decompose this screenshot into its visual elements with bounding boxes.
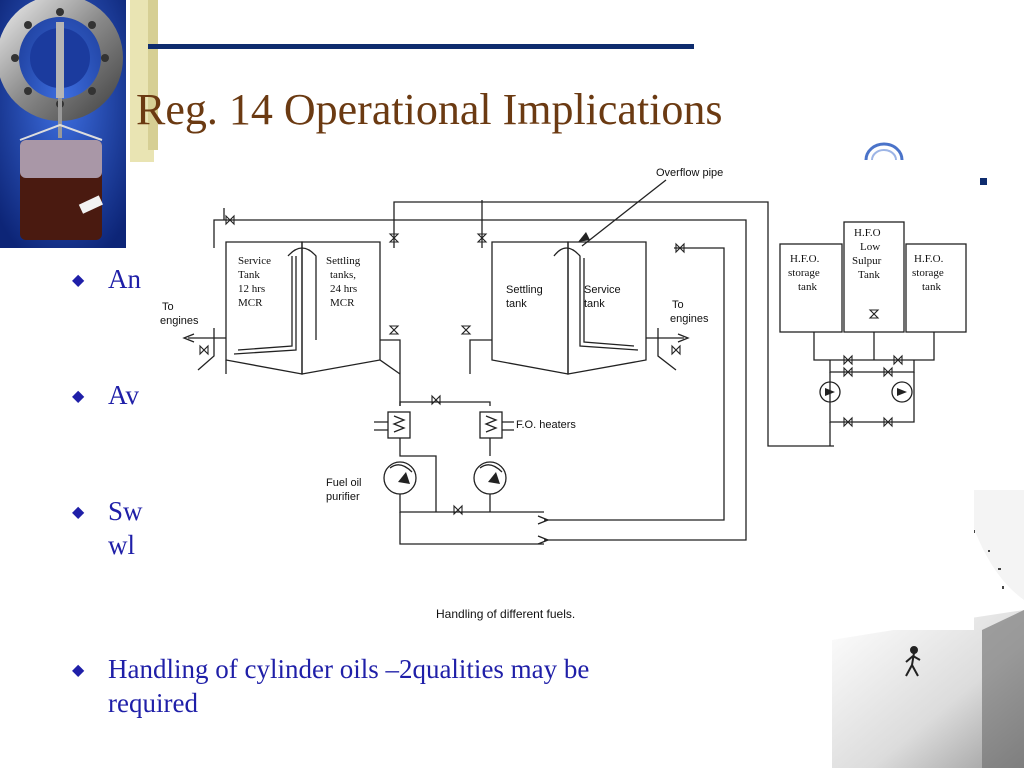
diamond-bullet-icon: ◆ [72,388,85,405]
flange-sample-photo [0,0,126,248]
bullet-text: An [108,264,141,294]
valve-icon [843,416,853,428]
svg-text:Tank: Tank [238,269,260,281]
valve-icon [460,325,472,335]
svg-text:tanks,: tanks, [330,269,356,281]
title-rule [148,44,694,49]
svg-text:12 hrs: 12 hrs [238,283,265,295]
valve-icon [675,242,685,254]
valve-icon [388,233,400,243]
diamond-bullet-icon: ◆ [72,272,85,289]
svg-text:Service: Service [238,255,271,267]
title-deco-shadow [148,0,158,150]
valve-icon [431,394,441,406]
svg-text:MCR: MCR [330,297,355,309]
valve-icon [843,354,853,366]
bullet-text: Handling of cylinder oils –2qualities ma… [108,654,590,684]
valve-icon [388,325,400,335]
to-engines-left-label: To engines [160,301,199,327]
valve-icon [893,354,903,366]
overflow-pipe-label: Overflow pipe [656,167,723,179]
hfo-low-sulphur-label: H.F.O Low Sulpur Tank [852,227,882,281]
valve-icon [843,366,853,378]
bullet-text-line2: wl [108,530,135,560]
hfo-storage-left-label: H.F.O. storage tank [788,253,820,293]
fo-heaters-label: F.O. heaters [516,419,576,431]
return-line-left [213,219,314,248]
diamond-bullet-icon: ◆ [72,504,85,521]
bullet-text-line2: required [108,688,198,718]
pump-icon [473,461,507,495]
ring-logo-icon [864,142,904,160]
pump-icon [383,461,417,495]
pump-icon [819,381,841,403]
svg-text:tank: tank [922,281,941,293]
svg-text:purifier: purifier [326,491,360,503]
svg-text:H.F.O.: H.F.O. [790,253,820,265]
slide-title: Reg. 14 Operational Implications [136,85,723,134]
valve-icon [868,309,880,319]
bullet-text: Sw [108,496,143,526]
valve-icon [883,366,893,378]
svg-text:To: To [162,301,174,313]
svg-text:Settling: Settling [506,284,543,296]
svg-text:MCR: MCR [238,297,263,309]
valve-icon [671,344,681,356]
overflow-line [393,201,834,447]
svg-text:Service: Service [584,284,621,296]
hfo-storage-tank-right [905,243,967,333]
svg-text:storage: storage [788,267,820,279]
right-settling-tank-shape [491,241,569,375]
svg-text:Low: Low [860,241,880,253]
right-service-tank-shape [567,241,647,375]
svg-text:H.F.O.: H.F.O. [914,253,944,265]
svg-text:tank: tank [506,298,527,310]
svg-text:engines: engines [160,315,199,327]
left-service-tank-label: Service Tank 12 hrs MCR [238,255,271,309]
to-engines-right-label: To engines [670,299,709,325]
left-settling-tanks-label: Settling tanks, 24 hrs MCR [326,255,361,309]
svg-text:tank: tank [798,281,817,293]
valve-icon [453,504,463,516]
diagram-caption: Handling of different fuels. [436,607,575,621]
return-line-main [314,219,747,541]
hfo-storage-right-label: H.F.O. storage tank [912,253,944,293]
svg-text:Sulpur: Sulpur [852,255,882,267]
right-service-tank-label: Service tank [584,284,621,310]
diamond-bullet-icon: ◆ [72,662,85,679]
fuel-handling-diagram: Overflow pipe Service Tank 12 hrs MCR Se… [154,160,974,630]
corner-dot [980,178,987,185]
svg-text:tank: tank [584,298,605,310]
svg-text:Settling: Settling [326,255,361,267]
svg-text:storage: storage [912,267,944,279]
svg-text:To: To [672,299,684,311]
svg-text:Fuel oil: Fuel oil [326,477,361,489]
valve-icon [225,214,235,226]
bullet-text: Av [108,380,139,410]
fuel-oil-purifier-label: Fuel oil purifier [326,477,361,503]
pump-icon [891,381,913,403]
return-line-inner [544,247,725,521]
right-settling-tank-label: Settling tank [506,284,543,310]
valve-icon [476,233,488,243]
hfo-storage-tank-left [779,243,843,333]
svg-text:engines: engines [670,313,709,325]
svg-text:24 hrs: 24 hrs [330,283,357,295]
valve-icon [883,416,893,428]
svg-text:H.F.O: H.F.O [854,227,881,239]
valve-icon [199,344,209,356]
svg-text:Tank: Tank [858,269,880,281]
